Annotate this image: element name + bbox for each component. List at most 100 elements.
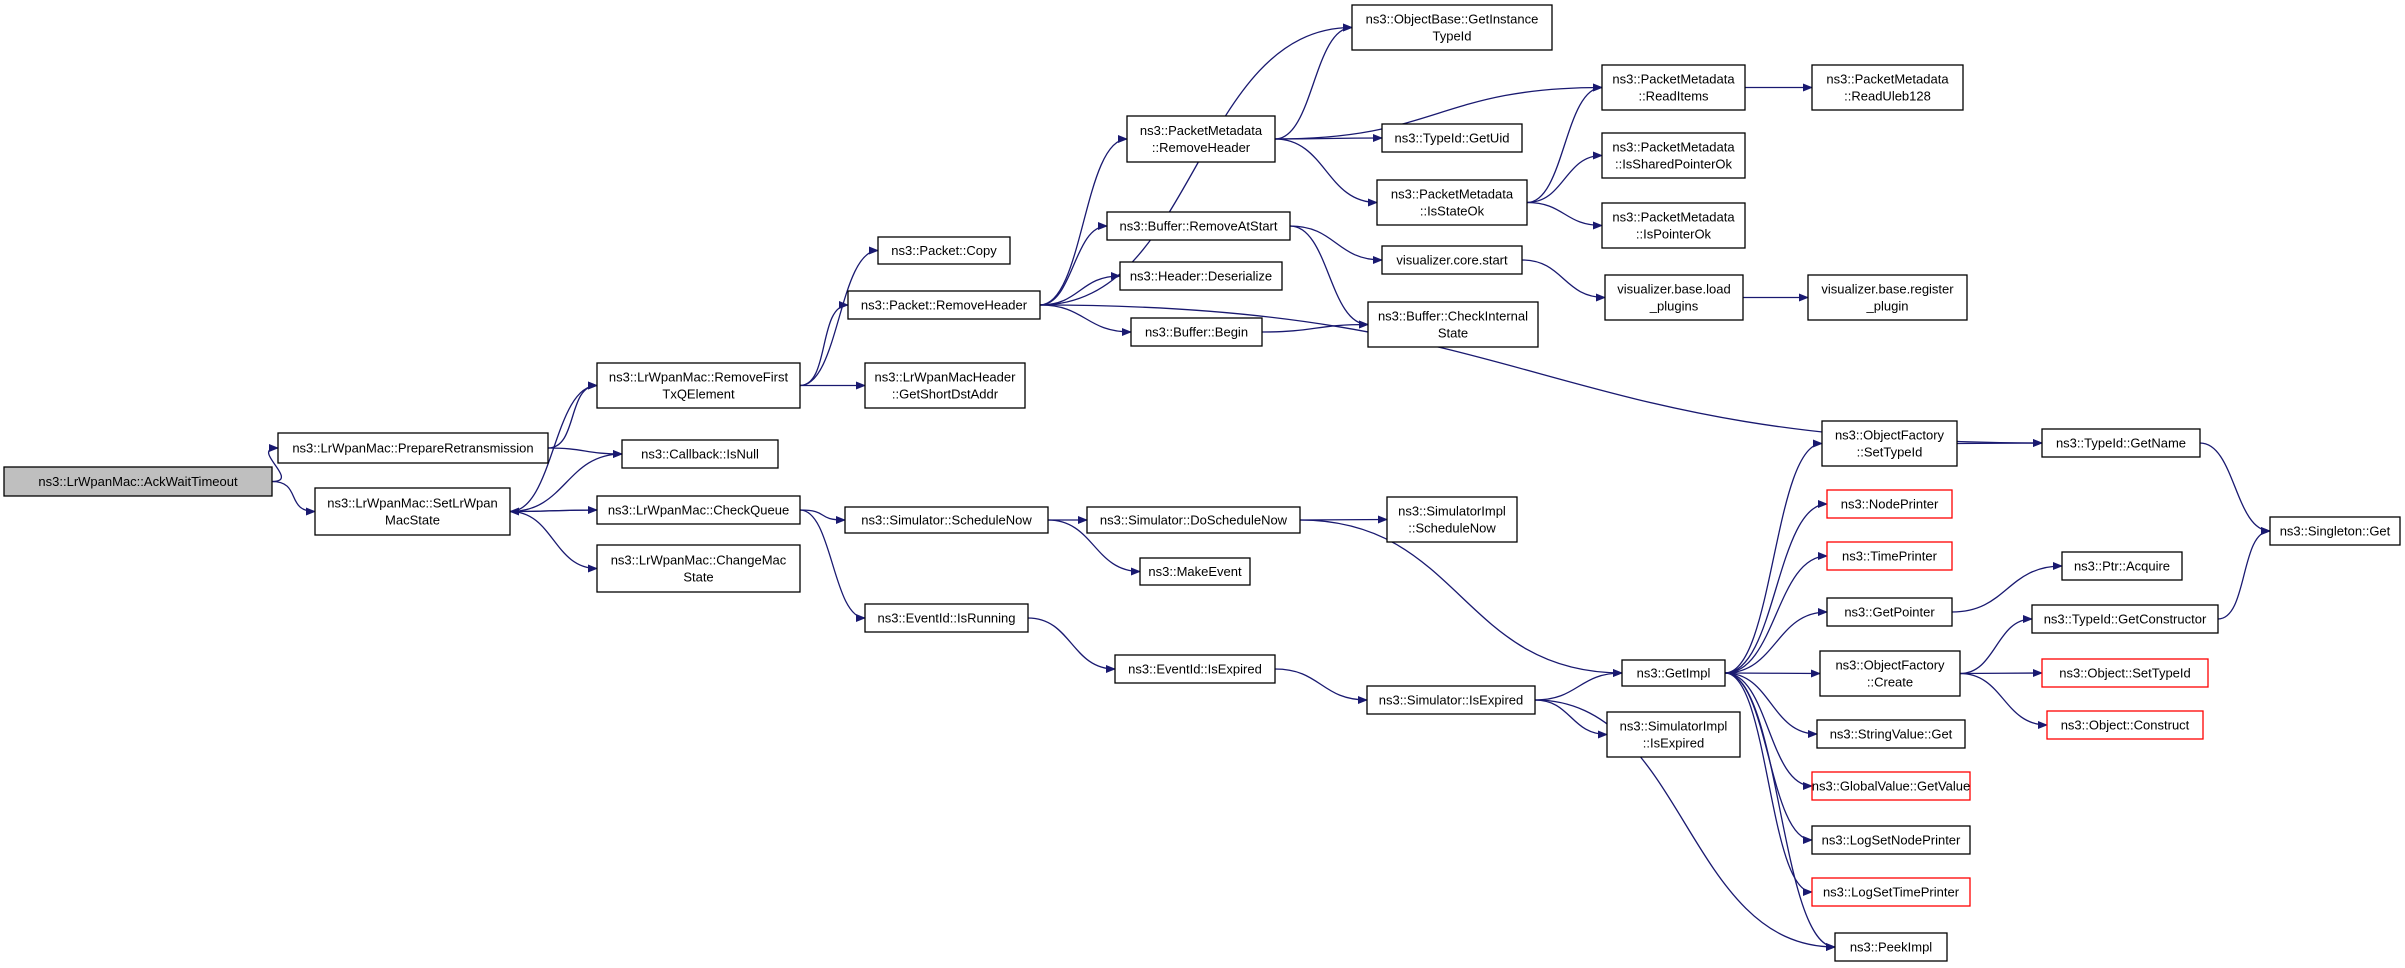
node-timeprinter[interactable]: ns3::TimePrinter (1826, 541, 1953, 571)
node-logsettime[interactable]: ns3::LogSetTimePrinter (1811, 877, 1971, 907)
node-ackwait[interactable]: ns3::LrWpanMac::AckWaitTimeout (3, 466, 273, 497)
node-pcopy[interactable]: ns3::Packet::Copy (877, 236, 1011, 265)
edge-getname-to-singletonget (2199, 442, 2271, 535)
node-label: ns3::LogSetTimePrinter (1823, 885, 1960, 900)
edge-getimpl-to-peekimpl (1724, 672, 1836, 951)
node-getimpl[interactable]: ns3::GetImpl (1621, 659, 1726, 687)
edge-premoveheader-to-getinstance (1039, 23, 1353, 306)
node-readitems[interactable]: ns3::PacketMetadata::ReadItems (1601, 64, 1746, 111)
node-label: ns3::PacketMetadata (1612, 210, 1735, 225)
node-getuid[interactable]: ns3::TypeId::GetUid (1381, 123, 1523, 153)
node-box (1381, 245, 1523, 275)
node-label: ns3::LrWpanMac::CheckQueue (608, 503, 789, 518)
node-strvalget[interactable]: ns3::StringValue::Get (1816, 719, 1966, 749)
node-vizload[interactable]: visualizer.base.load_plugins (1604, 274, 1744, 321)
node-bufremove[interactable]: ns3::Buffer::RemoveAtStart (1106, 211, 1291, 241)
node-label: ns3::PacketMetadata (1391, 187, 1514, 202)
node-label: ns3::SimulatorImpl (1620, 719, 1728, 734)
node-isexpired[interactable]: ns3::EventId::IsExpired (1114, 654, 1276, 684)
node-label: ns3::LrWpanMac::PrepareRetransmission (292, 441, 533, 456)
edge-pmremove-to-readitems (1274, 83, 1603, 140)
node-label: ns3::ObjectBase::GetInstance (1366, 12, 1539, 27)
edge-removefirst-to-premoveheader (799, 301, 849, 387)
node-box (314, 487, 511, 536)
node-checkqueue[interactable]: ns3::LrWpanMac::CheckQueue (596, 495, 801, 525)
node-label: ::RemoveHeader (1152, 140, 1251, 155)
edge-setstate-to-isnull (509, 450, 623, 513)
node-vizstart[interactable]: visualizer.core.start (1381, 245, 1523, 275)
node-box (1366, 685, 1536, 715)
node-box (1086, 506, 1301, 534)
node-ofcreate[interactable]: ns3::ObjectFactory::Create (1819, 650, 1961, 697)
node-box (1816, 719, 1966, 749)
edge-getpointer-to-ptracquire (1951, 562, 2063, 613)
node-label: ns3::Simulator::IsExpired (1379, 693, 1524, 708)
node-label: ns3::EventId::IsExpired (1128, 662, 1262, 677)
node-ofsettypeid[interactable]: ns3::ObjectFactory::SetTypeId (1821, 420, 1958, 467)
edge-premoveheader-to-bufremove (1039, 222, 1108, 306)
node-objsettypeid[interactable]: ns3::Object::SetTypeId (2041, 658, 2209, 688)
node-nodeprinter[interactable]: ns3::NodePrinter (1826, 489, 1953, 519)
nodes-layer: ns3::LrWpanMac::AckWaitTimeoutns3::LrWpa… (3, 4, 2401, 962)
node-globalval[interactable]: ns3::GlobalValue::GetValue (1811, 771, 1971, 801)
node-box (1376, 179, 1528, 226)
edge-ackwait-to-prepare (267, 444, 283, 483)
node-label: ns3::NodePrinter (1841, 497, 1939, 512)
node-ptracquire[interactable]: ns3::Ptr::Acquire (2061, 551, 2183, 581)
node-simisexpired[interactable]: ns3::Simulator::IsExpired (1366, 685, 1536, 715)
node-makeevent[interactable]: ns3::MakeEvent (1139, 557, 1251, 586)
node-label: ns3::Packet::RemoveHeader (861, 298, 1028, 313)
edge-pmremove-to-isstateok (1274, 138, 1378, 207)
node-isrunning[interactable]: ns3::EventId::IsRunning (864, 603, 1029, 633)
edge-getimpl-to-logsettime (1724, 672, 1813, 896)
node-label: ns3::TypeId::GetName (2056, 436, 2186, 451)
node-issharedptr[interactable]: ns3::PacketMetadata::IsSharedPointerOk (1601, 132, 1746, 179)
node-box (1606, 711, 1741, 758)
node-pmremove[interactable]: ns3::PacketMetadata::RemoveHeader (1126, 115, 1276, 163)
node-prepare[interactable]: ns3::LrWpanMac::PrepareRetransmission (277, 432, 549, 464)
node-label: visualizer.base.load (1617, 282, 1730, 297)
node-label: ns3::LrWpanMacHeader (875, 370, 1017, 385)
node-box (1826, 489, 1953, 519)
node-label: ns3::Callback::IsNull (641, 447, 759, 462)
node-vizreg[interactable]: visualizer.base.register_plugin (1807, 274, 1968, 321)
node-label: ns3::GlobalValue::GetValue (1812, 779, 1971, 794)
node-logsetnode[interactable]: ns3::LogSetNodePrinter (1811, 825, 1971, 855)
node-peekimpl[interactable]: ns3::PeekImpl (1834, 932, 1948, 962)
edge-isstateok-to-ispointerok (1526, 201, 1603, 230)
node-schednow[interactable]: ns3::Simulator::ScheduleNow (844, 506, 1049, 534)
node-objconstruct[interactable]: ns3::Object::Construct (2046, 710, 2204, 740)
node-dosched[interactable]: ns3::Simulator::DoScheduleNow (1086, 506, 1301, 534)
node-simimplexp[interactable]: ns3::SimulatorImpl::IsExpired (1606, 711, 1741, 758)
node-singletonget[interactable]: ns3::Singleton::Get (2269, 516, 2401, 546)
node-getname[interactable]: ns3::TypeId::GetName (2041, 428, 2201, 458)
node-box (1601, 132, 1746, 179)
node-box (1381, 123, 1523, 153)
node-siminstimpl[interactable]: ns3::SimulatorImpl::ScheduleNow (1386, 496, 1518, 543)
node-label: ::ReadItems (1638, 89, 1709, 104)
node-label: _plugin (1866, 299, 1909, 314)
node-box (2061, 551, 2183, 581)
node-getctor[interactable]: ns3::TypeId::GetConstructor (2031, 604, 2219, 634)
node-ispointerok[interactable]: ns3::PacketMetadata::IsPointerOk (1601, 202, 1746, 249)
node-hdrdeser[interactable]: ns3::Header::Deserialize (1119, 261, 1283, 291)
node-label: ns3::Buffer::CheckInternal (1378, 309, 1528, 324)
node-label: ns3::LrWpanMac::AckWaitTimeout (38, 474, 238, 489)
node-getpointer[interactable]: ns3::GetPointer (1826, 597, 1953, 627)
node-getshort[interactable]: ns3::LrWpanMacHeader::GetShortDstAddr (864, 362, 1026, 409)
node-box (1826, 541, 1953, 571)
node-readuleb[interactable]: ns3::PacketMetadata::ReadUleb128 (1811, 64, 1964, 111)
node-label: ns3::EventId::IsRunning (877, 611, 1015, 626)
node-bufbegin[interactable]: ns3::Buffer::Begin (1130, 317, 1263, 347)
node-isnull[interactable]: ns3::Callback::IsNull (621, 439, 779, 469)
node-label: ns3::Buffer::RemoveAtStart (1120, 219, 1278, 234)
node-premoveheader[interactable]: ns3::Packet::RemoveHeader (847, 290, 1041, 320)
node-label: ::IsSharedPointerOk (1615, 157, 1733, 172)
edge-bufbegin-to-checkinternal (1261, 320, 1369, 333)
node-isstateok[interactable]: ns3::PacketMetadata::IsStateOk (1376, 179, 1528, 226)
